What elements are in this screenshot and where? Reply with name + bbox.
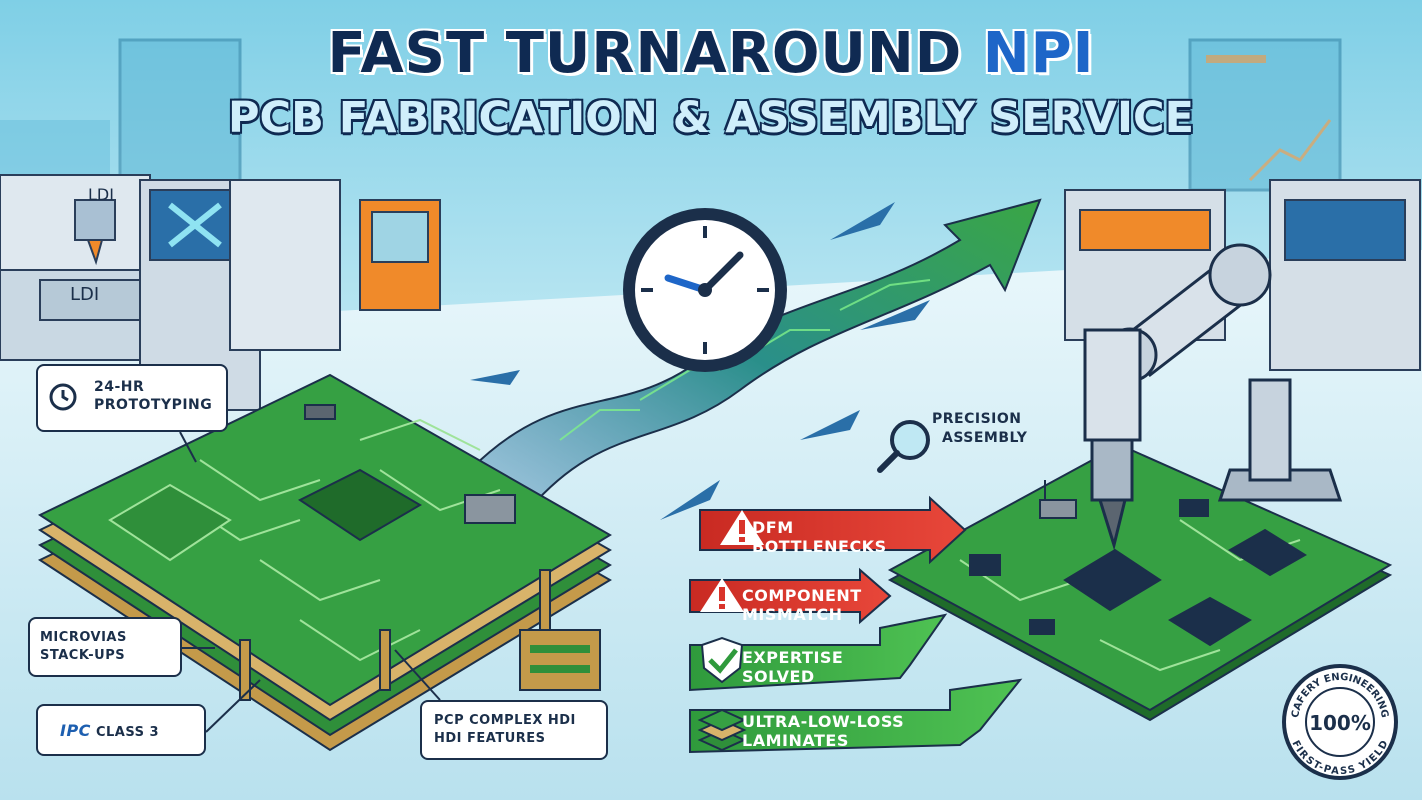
precision-line2: ASSEMBLY [942, 430, 1028, 446]
clock-icon [623, 208, 787, 372]
callout-24hr-prototyping: 24-HR PROTOTYPING [36, 364, 228, 432]
check-shield-icon [700, 636, 744, 684]
hdi-line1: PCP COMPLEX HDI [434, 713, 576, 728]
hdi-line2: HDI FEATURES [434, 731, 546, 746]
title-block: FAST TURNAROUND NPI PCB FABRICATION & AS… [0, 22, 1422, 146]
stopwatch-icon [49, 383, 77, 411]
callout-microvias: MICROVIAS STACK-UPS [28, 617, 182, 677]
callout-hdi-features: PCP COMPLEX HDI HDI FEATURES [420, 700, 608, 760]
ipc-logo: IPC [60, 721, 91, 740]
speed-arrow [468, 198, 1042, 522]
ultra-arrow [689, 678, 1023, 754]
ldi-label-bottom: LDI [70, 284, 99, 305]
expertise-line2: SOLVED [742, 667, 815, 686]
ultra-line1: ULTRA-LOW-LOSS [742, 712, 905, 731]
prototyping-line1: 24-HR [94, 379, 145, 395]
component-line2: MISMATCH [742, 605, 843, 624]
robot-arm [1083, 243, 1343, 551]
title-accent: NPI [982, 21, 1095, 86]
page-subtitle: PCB FABRICATION & ASSEMBLY SERVICE [228, 93, 1194, 143]
warning-icon-2 [700, 578, 744, 612]
pcb-board-left [37, 373, 612, 752]
tag-component-mismatch: COMPONENT MISMATCH [742, 586, 862, 624]
magnifier-icon [877, 420, 930, 473]
title-main: FAST TURNAROUND [327, 21, 983, 86]
ultra-line2: LAMINATES [742, 731, 849, 750]
precision-line1: PRECISION [932, 411, 1022, 427]
dfm-line1: DFM [752, 518, 794, 537]
tag-dfm-bottlenecks: DFM BOTTLENECKS [752, 518, 887, 556]
page-title: FAST TURNAROUND NPI [0, 22, 1422, 86]
expertise-line1: EXPERTISE [742, 648, 844, 667]
expertise-arrow [689, 613, 948, 692]
microvias-line1: MICROVIAS [40, 630, 127, 645]
ldi-label-top: LDI [88, 185, 114, 204]
seal-value: 100% [1309, 711, 1371, 735]
microvias-line2: STACK-UPS [40, 648, 126, 663]
component-line1: COMPONENT [742, 586, 862, 605]
precision-assembly-label: PRECISION ASSEMBLY [932, 410, 1052, 448]
dfm-line2: BOTTLENECKS [752, 537, 887, 556]
dfm-arrow [699, 495, 967, 565]
warning-icon [720, 510, 764, 545]
laminate-icon [697, 708, 747, 752]
pcb-board-right [887, 443, 1393, 722]
ldi-machine [0, 174, 441, 411]
ipc-text: CLASS 3 [95, 725, 160, 740]
prototyping-line2: PROTOTYPING [94, 397, 213, 413]
callout-ipc-class3: IPC CLASS 3 [36, 704, 206, 756]
tag-expertise-solved: EXPERTISE SOLVED [742, 648, 843, 686]
tag-ultra-low-loss: ULTRA-LOW-LOSS LAMINATES [742, 712, 904, 750]
